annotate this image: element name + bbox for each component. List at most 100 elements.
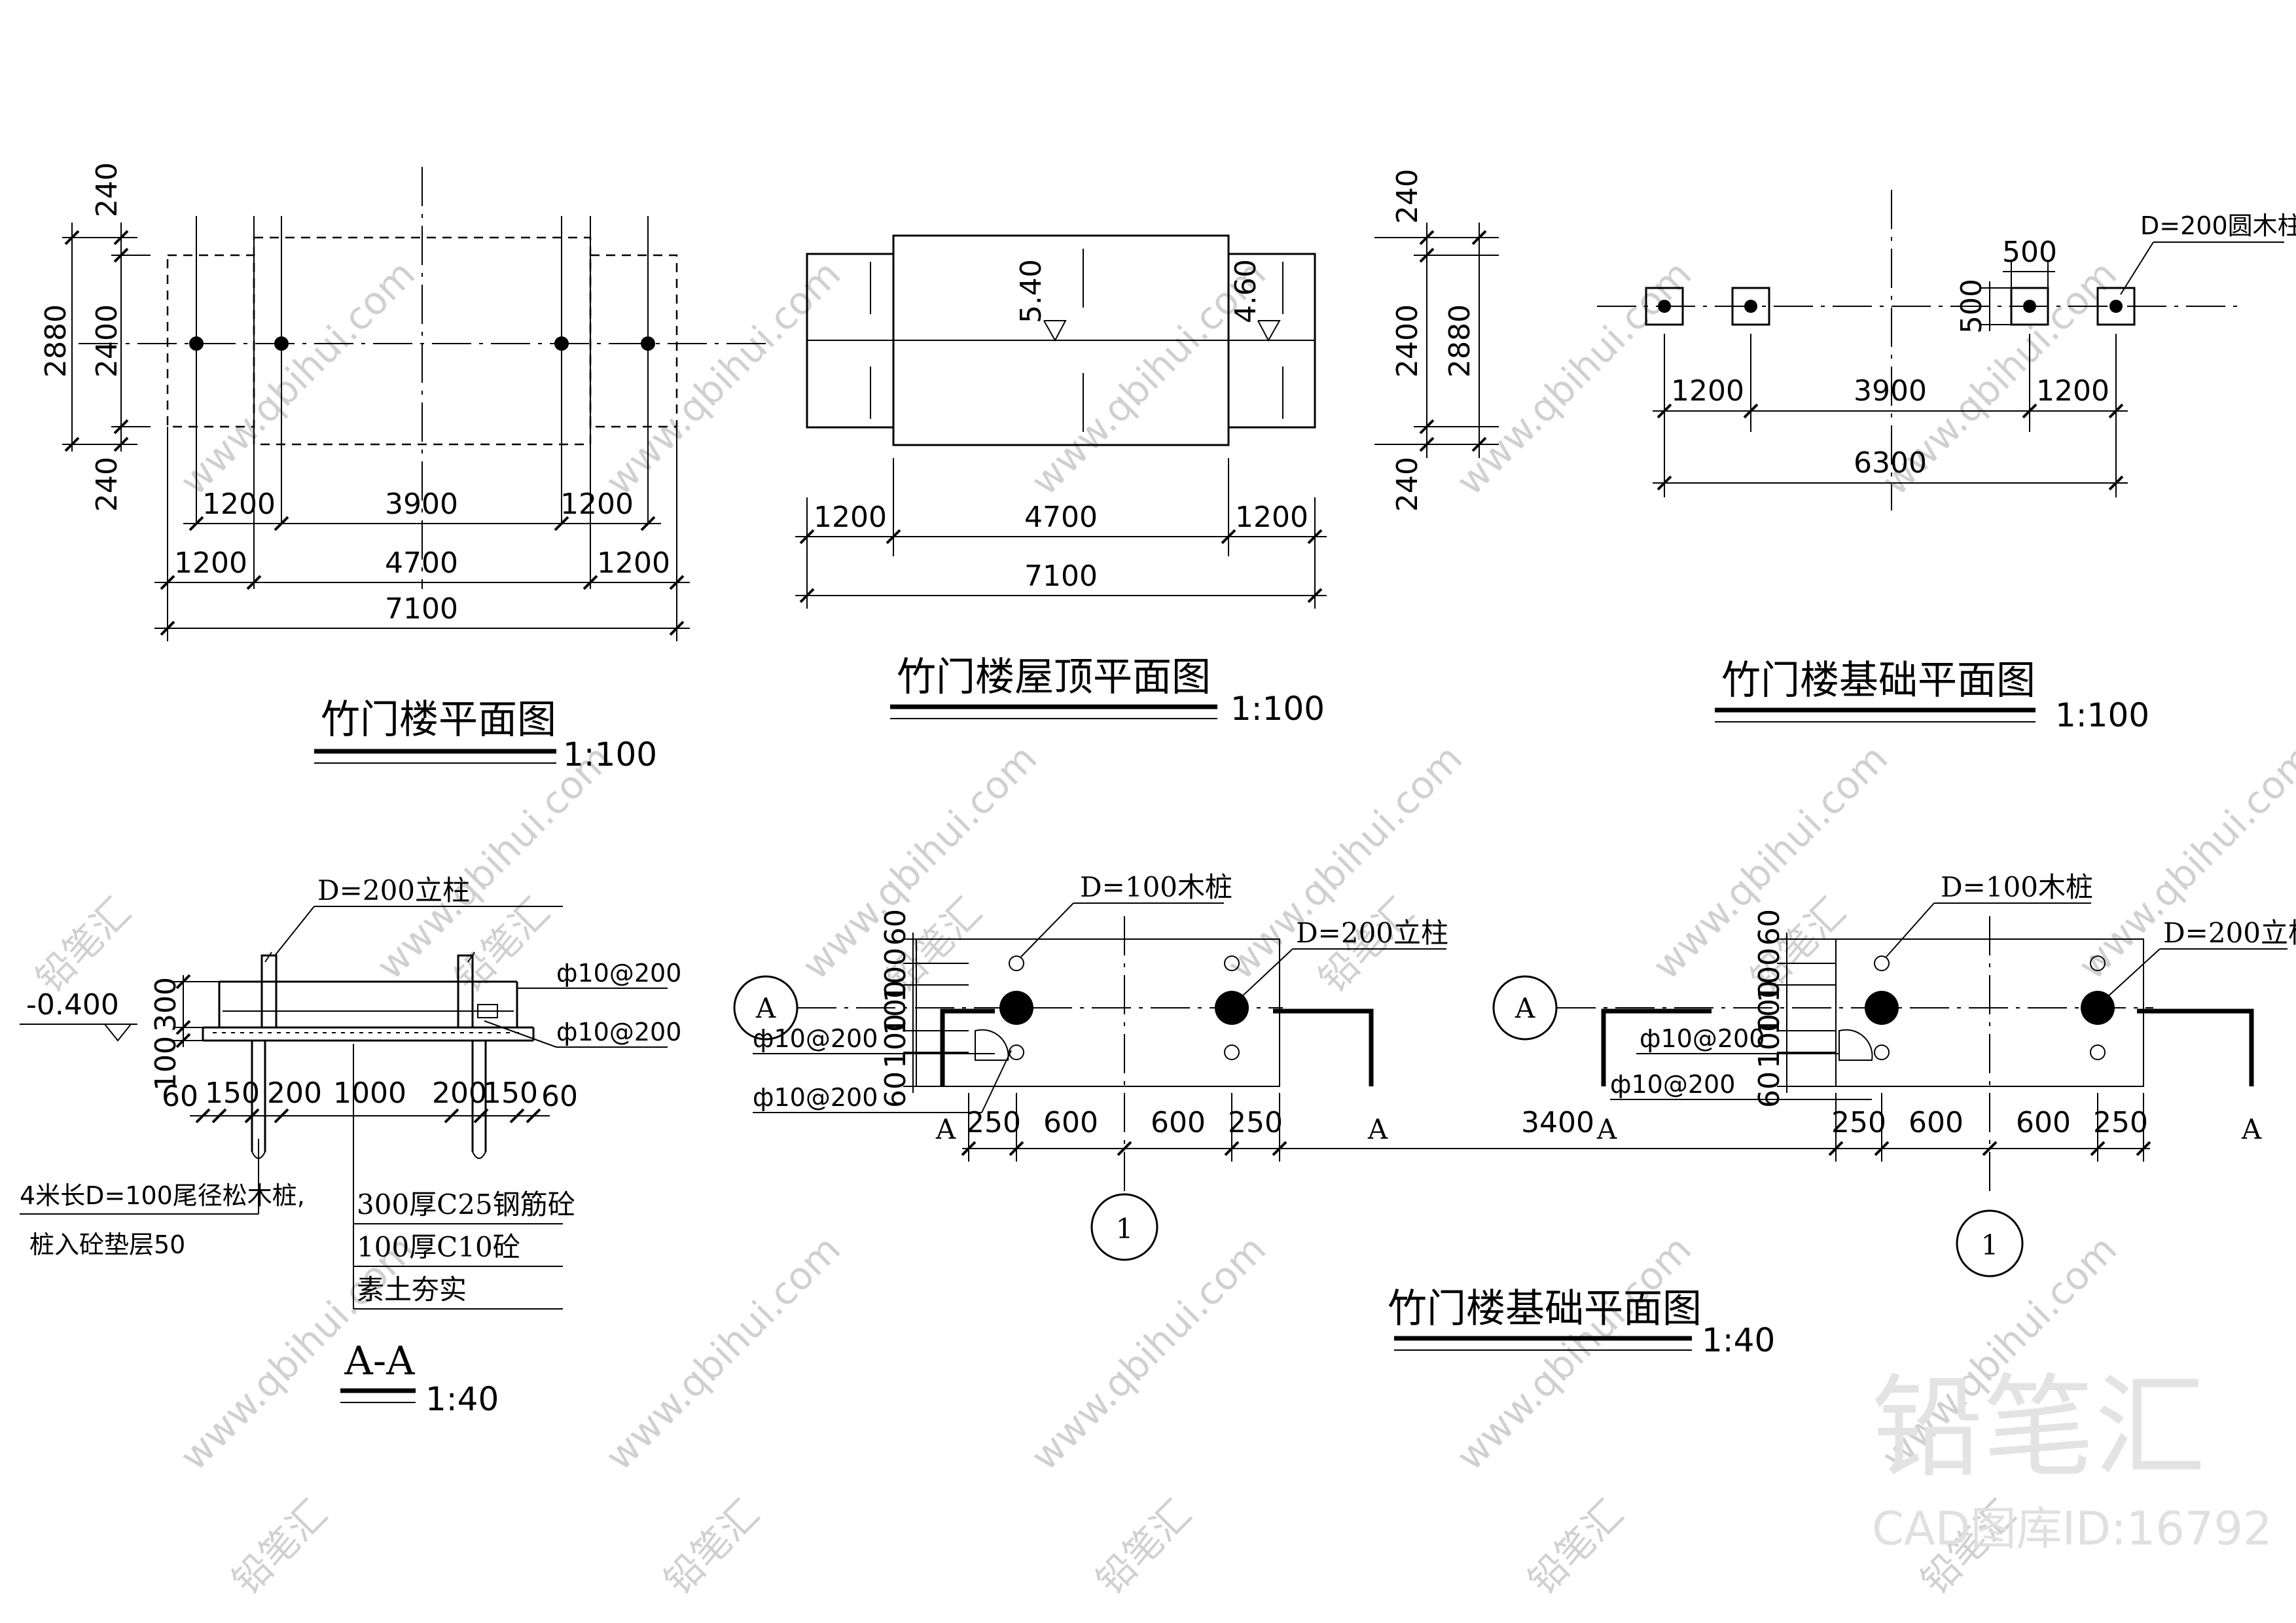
section-a-a: D=200立柱 -0.400 ф10@200 ф10@200 [20,874,681,1418]
plan-title: 竹门楼平面图 [321,697,556,743]
foundation-dim: 3900 [1854,374,1927,408]
column-dot [274,336,289,351]
pile-cap [2010,287,2049,326]
foundation-small-title: 竹门楼基础平面图 [1721,658,2036,704]
section-dim-h: 200 [267,1077,322,1110]
wood-pile-label: D=100木桩 [1080,871,1232,903]
roof-elevation-right: 4.60 [1229,259,1263,323]
detail-dim-h: 600 [1909,1106,1964,1139]
detail-dim-h: 600 [2016,1106,2071,1139]
pile-cap [2096,287,2136,326]
section-dim-h: 60 [541,1080,578,1113]
section-cut-label: A [935,1113,956,1145]
watermark-brand-text: 铅笔汇 [1520,1491,1632,1603]
detail-dim-v: 60 [1753,1071,1786,1108]
layer-label-1: 300厚C25钢筋砼 [357,1188,575,1221]
foundation-dim-v: 240 [1391,169,1424,224]
watermark-brand-text: 铅笔汇 [224,1491,336,1603]
plan-dim: 1200 [202,488,276,521]
column-dot [554,336,569,351]
wood-pile-label: D=100木桩 [1941,871,2093,903]
detail-dim-v: 100 [1753,948,1786,1003]
section-dim-h: 150 [205,1077,260,1110]
section-elevation: -0.400 [26,988,119,1022]
pile-dot [1658,300,1671,313]
detail-dim-v: 100 [879,948,912,1003]
column-symbol [999,991,1033,1025]
foundation-small-scale: 1:100 [2055,696,2149,734]
watermark-site-text: www.qbihui.com [1448,251,1700,503]
plan-dim: 3900 [385,488,458,521]
plan-dim: 4700 [385,546,458,580]
pile-cap [1645,287,1684,326]
detail-dim-v: 100 [879,980,912,1035]
plan-dim-v: 2880 [39,304,73,378]
detail-dim-h: 250 [966,1106,1021,1139]
detail-dim-h: 250 [1228,1106,1283,1139]
section-title: A-A [344,1338,416,1384]
watermark-brand-text: 铅笔汇 [1088,1491,1200,1603]
axis-marker-label: 1 [1981,1229,1999,1261]
column-symbol [2081,991,2115,1025]
section-scale: 1:40 [425,1380,499,1418]
plan-dim-v: 240 [90,457,124,512]
section-dim-h: 60 [162,1080,198,1113]
pile-cap [1731,287,1770,326]
column-dot [189,336,204,351]
watermark-site-text: www.qbihui.com [597,1226,849,1478]
foundation-detail-title-block: 竹门楼基础平面图 1:40 [1388,1286,1775,1359]
column-label: D=200立柱 [1296,917,1448,949]
roof-dim: 7100 [1024,560,1098,593]
roof-plan-view: 5.40 4.60 1200 4700 1200 7100 竹门楼屋顶平面图 1… [795,234,1327,728]
layer-label-3: 素土夯实 [357,1274,467,1306]
axis-marker [1956,1209,2024,1277]
plan-dim-v: 240 [90,162,124,217]
foundation-dim: 1200 [1671,374,1744,408]
pile-dot [1744,300,1757,313]
foundation-dim-v: 2400 [1391,304,1424,378]
section-cut-label: A [2241,1113,2262,1145]
rebar-label: ф10@200 [753,1024,878,1053]
plan-dim: 1200 [560,488,634,521]
detail-dim-v: 100 [1753,1014,1786,1069]
roof-dim: 1200 [1235,501,1308,534]
plan-dim: 1200 [174,546,247,580]
foundation-dim-v: 240 [1391,457,1424,512]
axis-marker-label: 1 [1116,1213,1134,1245]
foundation-dim: 6300 [1854,446,1927,480]
rebar-label: ф10@200 [1610,1070,1735,1099]
detail-dim-h: 250 [1831,1106,1886,1139]
detail-dim-v: 100 [879,1014,912,1069]
pile-note-line2: 桩入砼垫层50 [29,1230,185,1259]
roof-elevation-left: 5.40 [1014,259,1048,323]
rebar-label: ф10@200 [753,1083,878,1112]
pile-size-label: 500 [1955,279,1988,334]
foundation-detail-scale: 1:40 [1702,1321,1775,1359]
detail-dim-h: 600 [1043,1106,1098,1139]
column-symbol [1865,991,1899,1025]
detail-dim-h: 250 [2093,1106,2148,1139]
foundation-dim: 1200 [2036,374,2109,408]
watermark-logo-text: 铅笔汇 [1872,1363,2206,1493]
roof-title: 竹门楼屋顶平面图 [897,654,1211,700]
detail-dim-v: 60 [879,1071,912,1108]
foundation-dim-v: 2880 [1443,304,1477,378]
detail-dim-v: 60 [879,909,912,946]
detail-dim-v: 60 [1753,909,1786,946]
watermark-site-text: www.qbihui.com [2070,736,2296,988]
plan-side-bay-left [166,254,255,428]
plan-dim: 7100 [385,592,458,626]
column-label: D=200立柱 [2163,917,2296,949]
section-marker-label: A [1515,992,1535,1024]
watermark-brand-text: 铅笔汇 [656,1491,768,1603]
watermark-site-text: www.qbihui.com [171,251,423,503]
rebar-label: ф10@200 [1640,1024,1765,1053]
watermark-site-text: www.qbihui.com [1448,1226,1700,1478]
watermark-brand-text: 铅笔汇 [27,889,139,1001]
roof-dim: 4700 [1024,501,1098,534]
section-marker-label: A [755,992,776,1024]
detail-dim-h: 600 [1151,1106,1206,1139]
plan-view: 1200 3900 1200 1200 4700 1200 7100 240 2… [39,162,772,774]
pile-dot [2109,300,2123,313]
plan-dim: 1200 [597,546,670,580]
